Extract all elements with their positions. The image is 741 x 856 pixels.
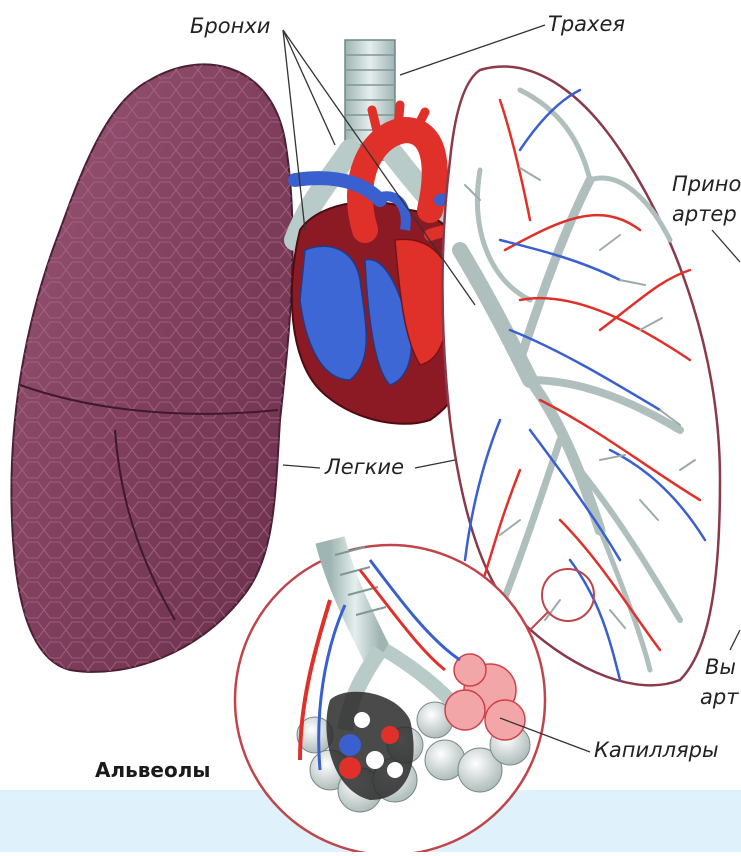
label-bronchi: Бронхи	[190, 14, 270, 38]
label-artery-out-line2: арт	[700, 685, 738, 709]
label-artery-out-line1: Вы	[705, 655, 736, 679]
label-artery-in-line1: Прино	[672, 172, 741, 196]
label-capillaries: Капилляры	[594, 738, 719, 762]
left-lung	[11, 64, 292, 671]
label-alveoli: Альвеолы	[95, 758, 210, 782]
label-artery-out-clip: Вы арт	[700, 655, 741, 717]
label-artery-in-clip: Прино артер	[672, 172, 741, 234]
label-artery-in-line2: артер	[672, 202, 737, 226]
label-trachea: Трахея	[548, 12, 625, 36]
label-lungs: Легкие	[325, 455, 404, 479]
